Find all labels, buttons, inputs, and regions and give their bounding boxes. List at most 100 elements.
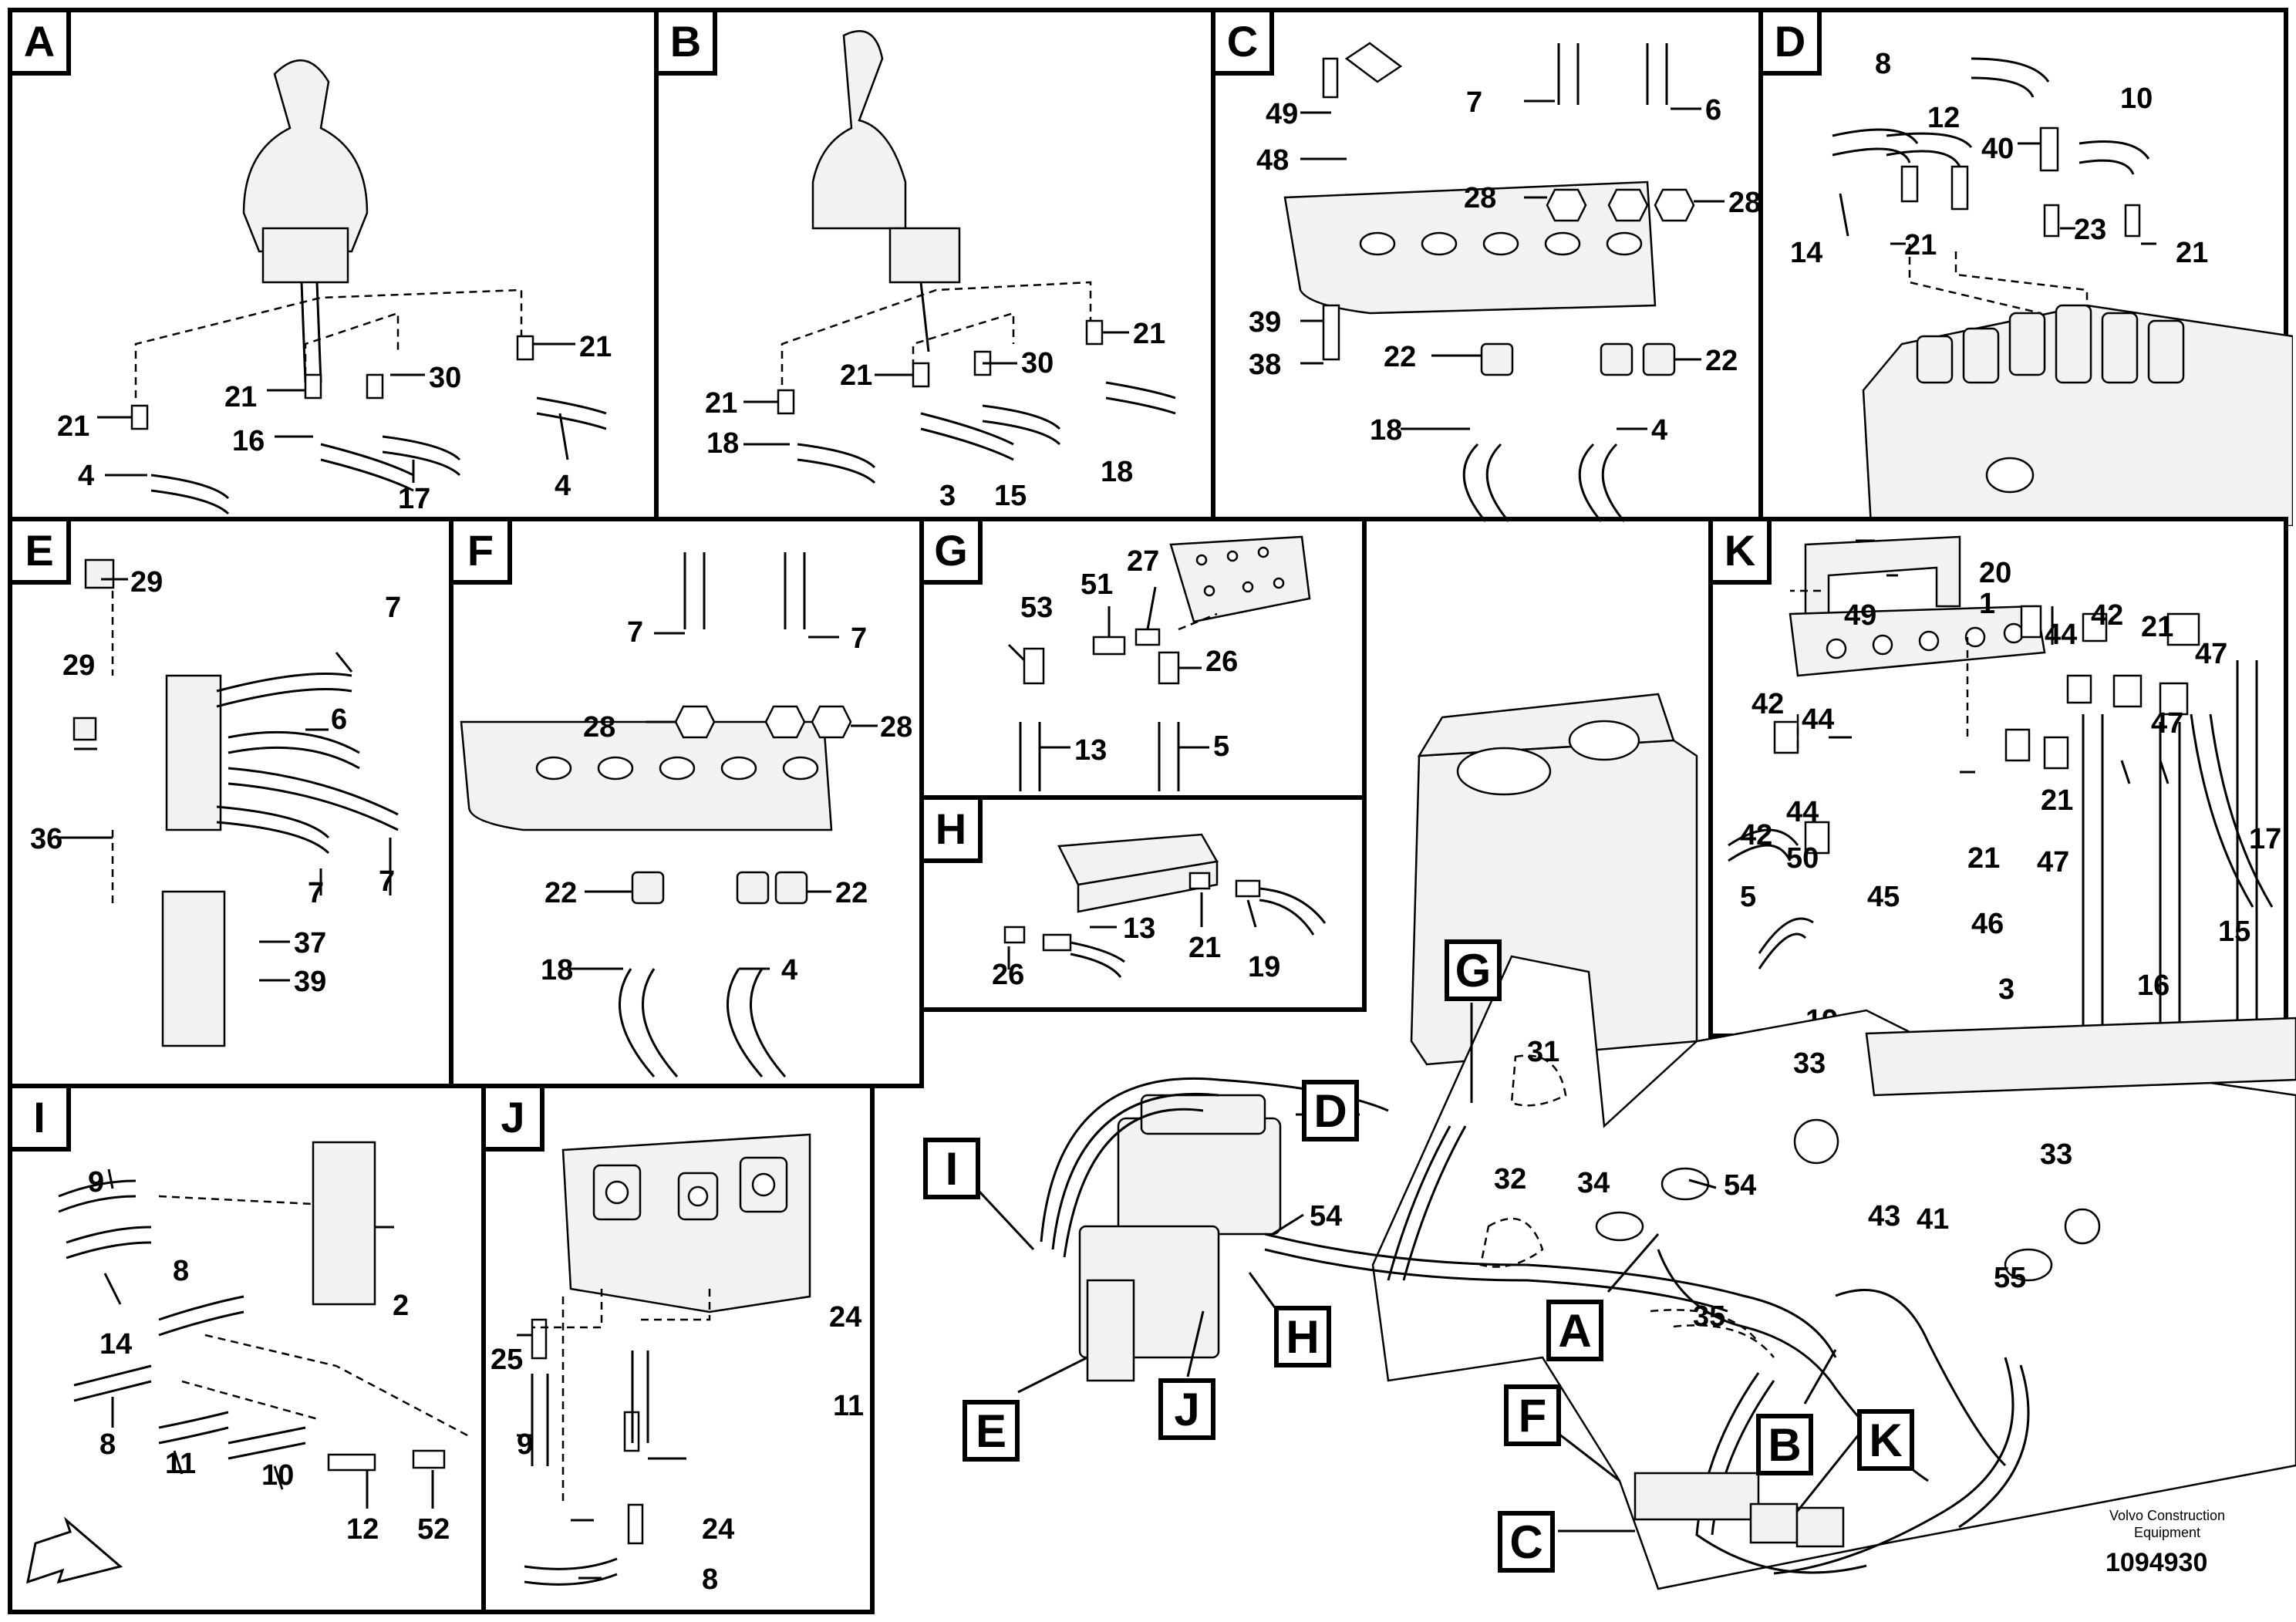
panel-g-drawing	[1007, 535, 1311, 791]
label-k-5: 5	[1740, 881, 1757, 913]
label-c-4: 4	[1651, 414, 1668, 447]
document-number: 1094930	[2106, 1548, 2208, 1577]
label-j-11: 11	[833, 1390, 865, 1422]
label-k-17: 17	[2249, 823, 2282, 855]
label-b-21-mid: 21	[840, 359, 873, 392]
panel-a-letter: A	[12, 12, 71, 76]
label-a-4-left: 4	[78, 460, 95, 492]
label-d-14: 14	[1790, 237, 1823, 269]
label-c-48: 48	[1256, 144, 1290, 177]
panel-f-letter: F	[453, 521, 512, 585]
label-c-28-left: 28	[1464, 182, 1497, 214]
label-i-10: 10	[261, 1459, 295, 1492]
label-i-52: 52	[417, 1513, 450, 1546]
callout-j: J	[1158, 1378, 1215, 1440]
overview-label-35: 35	[1693, 1300, 1726, 1333]
label-a-21-left: 21	[57, 410, 90, 443]
panel-g-letter: G	[924, 521, 983, 585]
label-d-23: 23	[2074, 214, 2107, 246]
label-i-9: 9	[88, 1166, 105, 1199]
label-h-21: 21	[1188, 932, 1222, 964]
panel-b: B 21 21 30 21 18 3 15 18	[654, 8, 1215, 521]
label-e-36: 36	[30, 823, 63, 855]
callout-k: K	[1857, 1409, 1914, 1471]
overview-label-41: 41	[1917, 1203, 1950, 1236]
panel-d-drawing	[1832, 57, 2293, 526]
label-f-28-left: 28	[583, 711, 616, 744]
label-e-7-mid: 7	[308, 877, 325, 909]
panel-f-drawing	[460, 552, 878, 1077]
label-b-18-right: 18	[1101, 456, 1134, 488]
panel-d: D 8 12 40 10 14 21 23 21	[1758, 8, 2293, 526]
label-i-14: 14	[99, 1328, 133, 1361]
label-g-26: 26	[1205, 646, 1239, 678]
label-e-29-left: 29	[62, 649, 96, 682]
panel-j-drawing	[517, 1133, 811, 1586]
panel-f: F 7 7 28 28 22 22 18 4	[449, 517, 924, 1088]
callout-b: B	[1756, 1414, 1813, 1475]
label-c-6: 6	[1705, 94, 1722, 126]
label-j-25: 25	[491, 1344, 524, 1376]
label-i-2: 2	[393, 1290, 410, 1322]
panel-h: H 13 26 21 19	[919, 795, 1367, 1012]
panel-j-letter: J	[486, 1088, 544, 1152]
label-c-28-right: 28	[1728, 187, 1762, 219]
label-h-19: 19	[1248, 951, 1281, 983]
label-f-18: 18	[541, 954, 574, 986]
label-k-20: 20	[1979, 557, 2012, 589]
label-h-26: 26	[992, 959, 1025, 991]
label-k-16: 16	[2137, 969, 2170, 1002]
label-k-21-bottom: 21	[1967, 842, 2001, 875]
label-c-22-right: 22	[1705, 345, 1738, 377]
panel-g: G 27 53 51 26 13 5	[919, 517, 1367, 800]
panel-c-drawing	[1283, 42, 1725, 522]
label-c-22-left: 22	[1384, 341, 1417, 373]
label-b-15: 15	[994, 480, 1027, 512]
panel-d-letter: D	[1763, 12, 1822, 76]
label-e-29-top: 29	[130, 566, 164, 599]
label-i-12: 12	[346, 1513, 379, 1546]
overview-label-31: 31	[1527, 1036, 1560, 1068]
label-k-46: 46	[1971, 908, 2004, 940]
label-i-8-top: 8	[173, 1255, 190, 1287]
brand-text: Volvo Construction Equipment	[2082, 1508, 2252, 1541]
label-f-7-left: 7	[627, 616, 644, 649]
label-k-44-bottom: 44	[1786, 796, 1819, 828]
label-b-21-right: 21	[1133, 318, 1166, 350]
label-f-22-right: 22	[835, 877, 868, 909]
label-e-39: 39	[294, 966, 327, 998]
label-k-44-top: 44	[2045, 619, 2078, 651]
overview-label-54-center: 54	[1310, 1200, 1343, 1233]
panel-b-drawing	[743, 30, 1176, 484]
panel-b-letter: B	[659, 12, 717, 76]
label-f-7-right: 7	[851, 622, 868, 655]
label-i-11: 11	[165, 1448, 197, 1480]
label-b-30: 30	[1021, 347, 1054, 379]
label-k-21-mid: 21	[2041, 784, 2074, 817]
label-k-42-left: 42	[1752, 688, 1785, 720]
overview-label-34: 34	[1577, 1167, 1610, 1199]
label-k-19: 19	[1805, 1004, 1839, 1037]
label-i-8-bottom: 8	[99, 1428, 116, 1461]
label-k-47-bottom: 47	[2037, 846, 2070, 878]
overview-label-32: 32	[1494, 1163, 1527, 1195]
label-k-49: 49	[1844, 599, 1877, 632]
panel-e-letter: E	[12, 521, 71, 585]
overview-label-33-right: 33	[2040, 1138, 2073, 1171]
label-c-38: 38	[1249, 349, 1282, 381]
label-g-27: 27	[1127, 545, 1160, 578]
label-k-45: 45	[1867, 881, 1900, 913]
label-d-40: 40	[1981, 133, 2014, 165]
panel-i-drawing	[26, 1141, 468, 1584]
label-g-13: 13	[1074, 734, 1108, 767]
label-c-49: 49	[1266, 98, 1299, 130]
label-d-8: 8	[1875, 48, 1892, 80]
label-f-28-right: 28	[880, 711, 913, 744]
label-g-5: 5	[1213, 730, 1230, 763]
panel-a-drawing	[97, 59, 607, 515]
callout-c: C	[1498, 1511, 1555, 1573]
label-d-21-right: 21	[2176, 237, 2209, 269]
panel-i: I 9 8 14 2 8 11 10 12 52	[8, 1084, 486, 1614]
overview-label-43: 43	[1868, 1200, 1901, 1233]
label-e-7-top: 7	[385, 592, 402, 624]
